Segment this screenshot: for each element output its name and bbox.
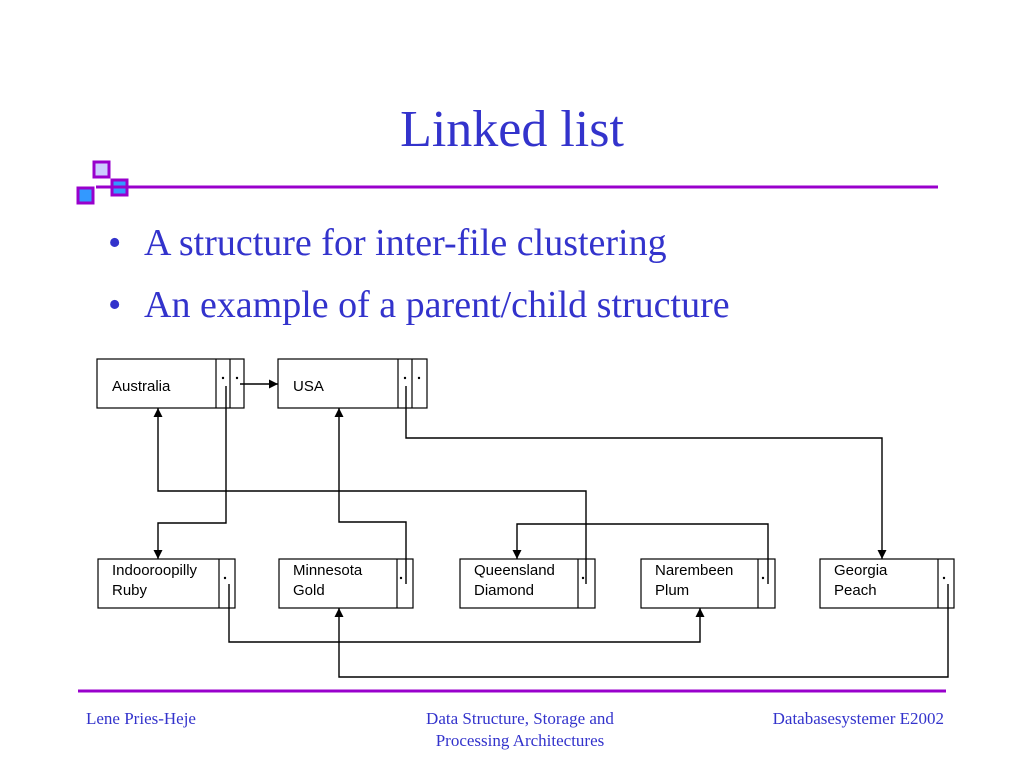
- page-title: Linked list: [400, 101, 624, 158]
- parent-node-australia: Australia: [96, 358, 245, 409]
- node-label-line2: Plum: [655, 582, 689, 599]
- node-label-line2: Peach: [834, 582, 877, 599]
- link-australia-to-indooroopilly: [153, 386, 227, 559]
- child-node-georgia-peach: Georgia Peach: [819, 558, 955, 609]
- child-node-queensland-diamond: Queensland Diamond: [459, 558, 596, 609]
- bullet-list: • A structure for inter-file clustering …: [108, 215, 730, 339]
- node-label-line1: Queensland: [474, 562, 555, 579]
- node-label-line1: Georgia: [834, 562, 888, 579]
- bullet-text: An example of a parent/child structure: [144, 284, 730, 326]
- link-narembeen-to-queensland: [512, 523, 769, 584]
- node-label-line2: Ruby: [112, 582, 148, 599]
- node-label-line1: Indooroopilly: [112, 562, 198, 579]
- bullet-item: • An example of a parent/child structure: [108, 277, 730, 339]
- footer-course: Data Structure, Storage and Processing A…: [380, 708, 660, 752]
- node-label: USA: [293, 378, 324, 395]
- child-node-narembeen-plum: Narembeen Plum: [640, 558, 776, 609]
- node-label-line1: Narembeen: [655, 562, 733, 579]
- parent-node-usa: USA: [277, 358, 428, 409]
- footer-course-line2: Processing Architectures: [435, 731, 605, 750]
- node-label: Australia: [112, 378, 171, 395]
- bullet-item: • A structure for inter-file clustering: [108, 215, 730, 277]
- bullet-dot: •: [108, 222, 122, 264]
- link-usa-to-georgia: [405, 386, 887, 559]
- bullet-dot: •: [108, 284, 122, 326]
- child-node-indooroopilly-ruby: Indooroopilly Ruby: [97, 558, 236, 609]
- node-label-line1: Minnesota: [293, 562, 363, 579]
- link-georgia-to-minnesota: [334, 584, 949, 678]
- footer-author: Lene Pries-Heje: [86, 709, 196, 728]
- link-queensland-to-australia: [153, 408, 587, 584]
- bullet-text: A structure for inter-file clustering: [144, 222, 667, 264]
- link-indooroopilly-to-narembeen: [228, 584, 705, 643]
- footer-course-code: Databasesystemer E2002: [772, 709, 944, 728]
- footer-course-line1: Data Structure, Storage and: [426, 709, 614, 728]
- child-node-minnesota-gold: Minnesota Gold: [278, 558, 414, 609]
- link-minnesota-to-usa: [334, 408, 407, 584]
- node-label-line2: Diamond: [474, 582, 534, 599]
- node-label-line2: Gold: [293, 582, 325, 599]
